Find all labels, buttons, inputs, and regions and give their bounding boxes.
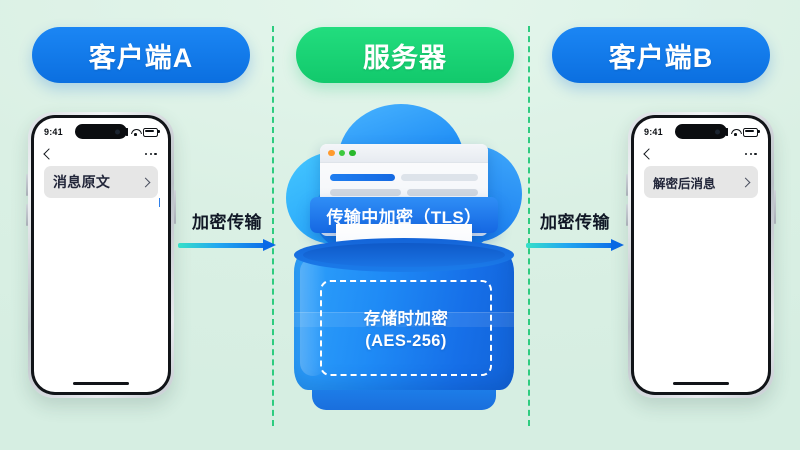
message-bubble[interactable]: 消息原文 [44,166,158,198]
traffic-light-green-icon [338,149,345,157]
phone-volume-up-button[interactable] [626,174,628,196]
header-pill-server: 服务器 [296,27,514,83]
home-indicator [673,382,729,385]
traffic-light-orange-icon [328,149,335,157]
more-dots-icon[interactable] [744,152,757,156]
header-pill-client-b: 客户端B [552,27,770,83]
more-dots-icon[interactable] [144,152,157,156]
phone-volume-down-button[interactable] [26,204,28,226]
dynamic-island [675,124,727,139]
header-pill-client-a: 客户端A [32,27,250,83]
header-label-server: 服务器 [363,42,447,73]
app-nav-bar [34,144,168,164]
message-bubble[interactable]: 解密后消息 [644,166,758,198]
section-divider-left [272,26,274,426]
status-time: 9:41 [644,127,663,137]
phone-power-button[interactable] [774,190,776,224]
phone-screen: 9:41 解密后消息 [634,118,768,392]
chevron-right-icon [740,177,751,187]
phone-body: 9:41 解密后消息 [631,115,771,395]
section-divider-right [528,26,530,426]
message-text: 消息原文 [53,174,111,190]
database-body: 存储时加密 (AES-256) [294,250,514,390]
database-top [294,238,514,272]
home-indicator [73,382,129,385]
arrow-label-right: 加密传输 [540,213,610,232]
content-row-1 [330,174,478,181]
tls-label-text: 传输中加密（TLS） [326,207,482,227]
phone-client-b: 9:41 解密后消息 [626,112,776,398]
message-text: 解密后消息 [653,176,716,191]
traffic-light-green-icon-2 [349,149,356,157]
arrow-shaft [178,243,265,248]
dynamic-island [75,124,127,139]
arrow-label-left: 加密传输 [192,213,262,232]
browser-title-bar [320,144,488,163]
phone-screen: 9:41 消息原文 [34,118,168,392]
browser-content-rows [320,163,488,196]
text-caret [158,198,160,207]
arrow-server-to-client-b: 加密传输 [526,208,624,251]
storage-label-line-1: 存储时加密 [363,310,449,328]
arrow-client-a-to-server: 加密传输 [178,208,276,251]
header-label-client-b: 客户端B [608,42,714,73]
arrow-shape-right [526,239,624,251]
database-ring [294,312,514,327]
database-cylinder-icon: 存储时加密 (AES-256) [294,238,514,410]
header-label-client-a: 客户端A [88,42,194,73]
back-chevron-icon[interactable] [643,148,655,160]
phone-client-a: 9:41 消息原文 [26,112,176,398]
back-chevron-icon[interactable] [43,148,55,160]
chevron-right-icon [140,177,151,187]
storage-label-line-2: (AES-256) [365,332,447,350]
phone-power-button[interactable] [174,190,176,224]
app-nav-bar [634,144,768,164]
arrow-shape-left [178,239,276,251]
battery-icon [743,127,760,137]
phone-volume-up-button[interactable] [26,174,28,196]
wifi-icon [131,128,140,136]
arrow-head-icon [611,239,624,251]
status-time: 9:41 [44,127,63,137]
arrow-shaft [526,243,613,248]
arrow-head-icon [263,239,276,251]
content-row-2 [330,189,478,196]
battery-icon [143,127,160,137]
phone-volume-down-button[interactable] [626,204,628,226]
wifi-icon [731,128,740,136]
server-illustration: 传输中加密（TLS） 存储时加密 (AES-256) [286,104,522,416]
phone-body: 9:41 消息原文 [31,115,171,395]
storage-encryption-label: 存储时加密 (AES-256) [320,280,492,376]
